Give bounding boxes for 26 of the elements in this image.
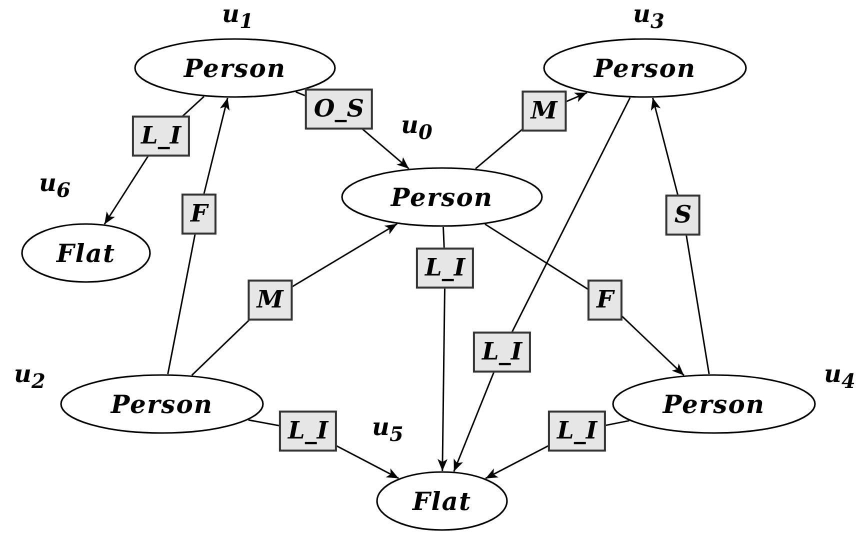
node-variable: u$_{0}$ (401, 113, 432, 142)
edge-label: L_I (132, 116, 190, 156)
edge-label: L_I (472, 332, 532, 372)
entity-name: Flat (56, 238, 116, 268)
arrow (453, 97, 631, 472)
edge-label: L_I (548, 410, 606, 452)
edge-label: F (181, 194, 217, 234)
entity-name: Flat (412, 486, 472, 516)
entity-name: Person (184, 54, 286, 82)
edge-label: F (587, 280, 623, 320)
node-variable: u$_{2}$ (14, 362, 46, 391)
node-variable: u$_{6}$ (39, 171, 70, 200)
entity-name: Person (594, 54, 696, 82)
edge-label: L_I (416, 248, 474, 288)
edge-label: M (248, 280, 292, 320)
entity-name: Person (110, 390, 214, 418)
edge-label: L_I (278, 410, 338, 452)
edge-label: M (522, 90, 566, 132)
node-variable: u$_{1}$ (222, 2, 254, 31)
edge-label: S (665, 194, 701, 236)
entity-name: Person (390, 182, 494, 212)
entity-name: Person (662, 390, 766, 418)
node-variable: u$_{4}$ (824, 362, 856, 391)
node-variable: u$_{5}$ (372, 415, 404, 444)
edge-label: O_S (304, 88, 374, 130)
node-variable: u$_{3}$ (633, 2, 664, 31)
